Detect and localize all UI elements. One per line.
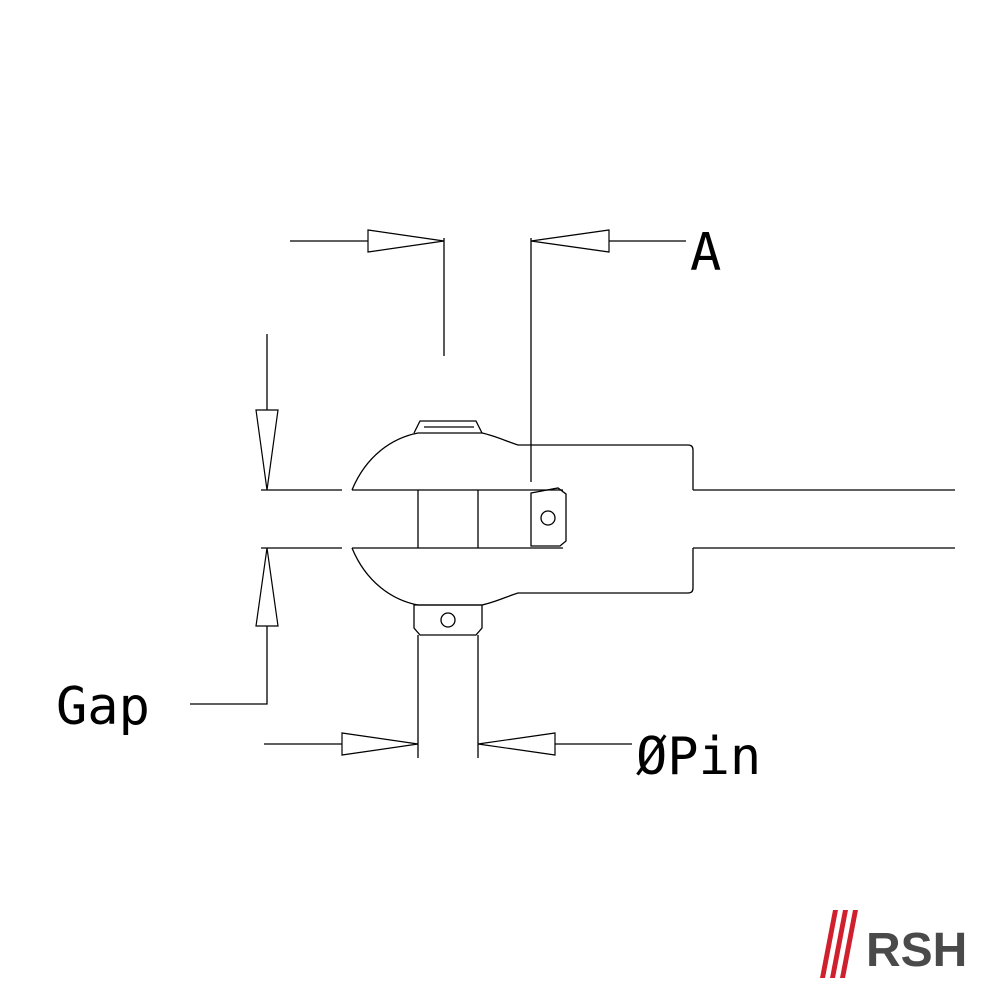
clip-hole [540,510,556,526]
arrowhead-up [255,547,279,627]
label-a: A [690,223,721,283]
rod [693,489,955,549]
arrowhead-right [367,229,445,253]
dimension-pin: ØPin [264,727,761,787]
logo-stripe-3 [840,910,858,978]
logo-stripe-2 [830,910,848,978]
pin-head-top [413,420,483,434]
arrowhead-down [255,409,279,491]
label-gap: Gap [56,677,150,737]
rsh-logo: RSH [820,910,967,978]
arrowhead-right [341,732,419,756]
pin-collar [413,604,483,636]
pin [413,604,483,758]
arrowhead-left [477,732,556,756]
arrowhead-left [530,229,610,253]
leader-line-bottom [190,626,268,705]
logo-text: RSH [866,924,967,977]
label-pin-diameter: ØPin [636,727,761,787]
logo-stripe-1 [820,910,838,978]
clip-retainer [530,487,567,547]
pin-cross-hole [440,612,456,628]
clevis-lower-outline [351,547,694,606]
dimension-a: A [290,223,721,482]
dimension-gap: Gap [56,334,342,737]
clevis-body [351,420,694,606]
clevis-upper-outline [351,432,694,491]
